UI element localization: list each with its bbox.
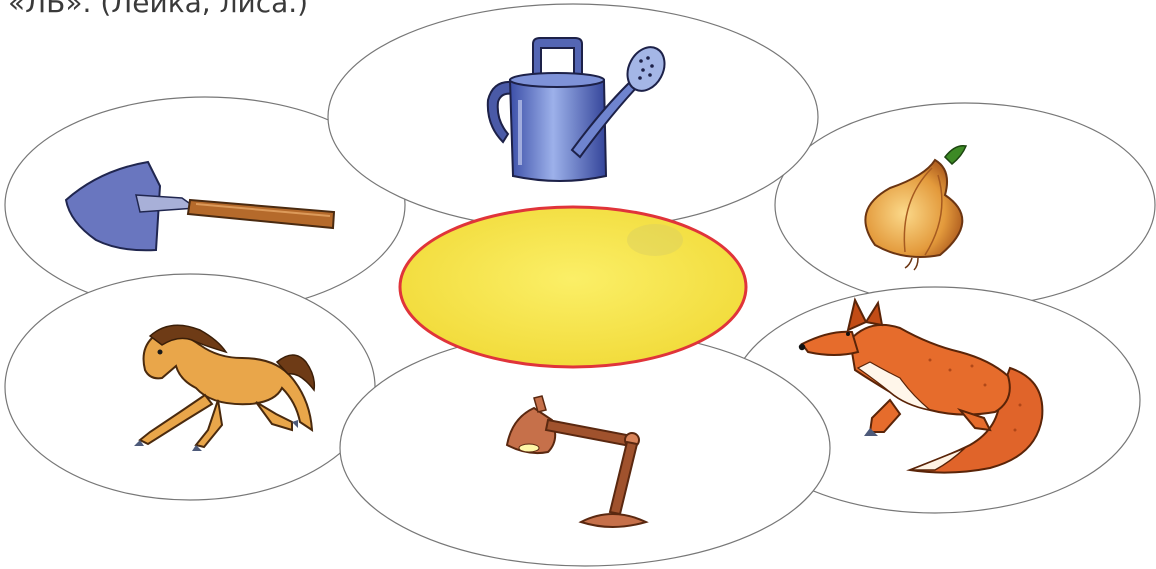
center-circle (400, 207, 746, 367)
petal-upper-right (775, 103, 1155, 307)
center-smudge (627, 224, 683, 256)
petal-lower-left (5, 274, 375, 500)
